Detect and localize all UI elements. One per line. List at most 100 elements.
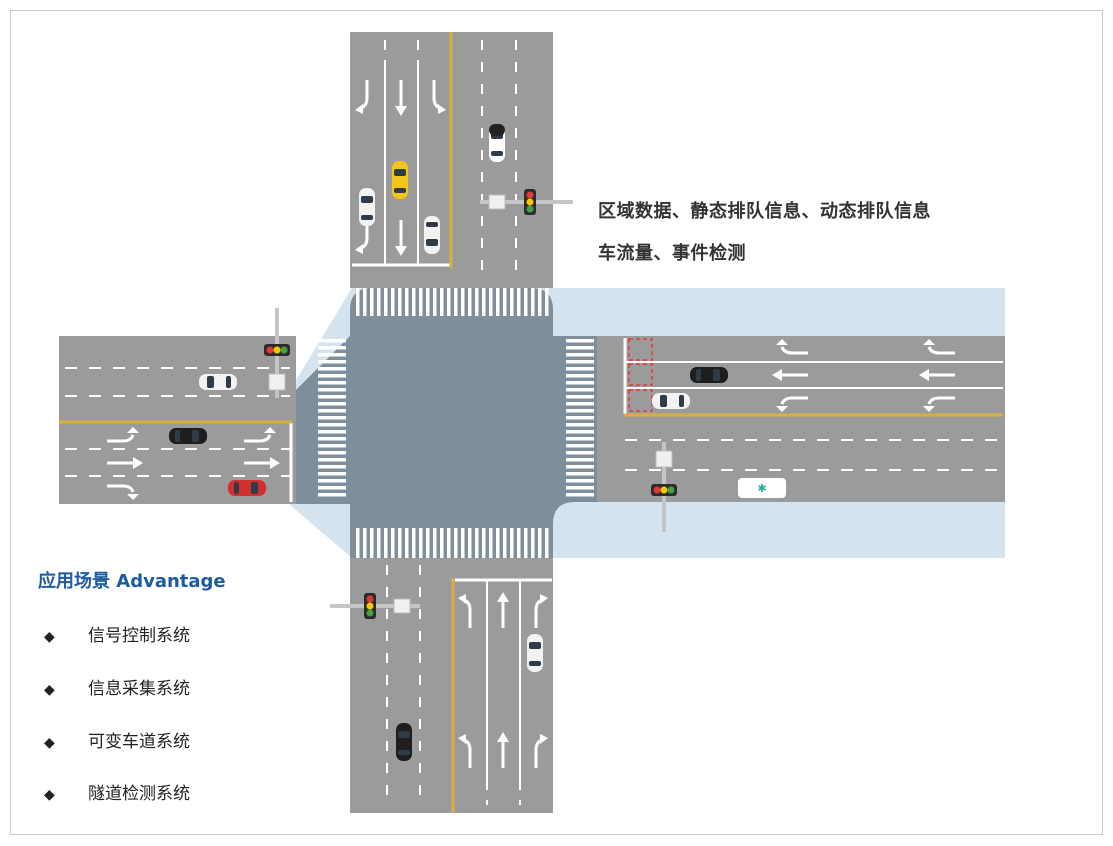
crosswalk-stripe <box>363 528 367 558</box>
crosswalk-stripe <box>482 528 486 558</box>
crosswalk-stripe <box>318 486 346 490</box>
crosswalk-stripe <box>318 360 346 364</box>
crosswalk-stripe <box>318 367 346 371</box>
crosswalk-stripe <box>566 416 594 420</box>
crosswalk-stripe <box>489 288 493 316</box>
crosswalk-stripe <box>468 288 472 316</box>
ambulance: ✱ <box>738 478 786 498</box>
crosswalk-stripe <box>405 288 409 316</box>
diamond-bullet-icon: ◆ <box>44 787 55 803</box>
crosswalk-stripe <box>377 528 381 558</box>
crosswalk-stripe <box>318 416 346 420</box>
pole-north <box>480 189 573 215</box>
advantage-item-label: 信息采集系统 <box>88 679 190 699</box>
crosswalk-stripe <box>566 486 594 490</box>
crosswalk-south <box>356 528 549 558</box>
crosswalk-stripe <box>391 288 395 316</box>
crosswalk-stripe <box>566 353 594 357</box>
car-taxi <box>392 161 408 199</box>
pole-south <box>330 593 420 619</box>
svg-text:✱: ✱ <box>757 482 766 495</box>
crosswalk-stripe <box>412 528 416 558</box>
traffic-light-icon <box>651 484 677 496</box>
crosswalk-stripe <box>566 430 594 434</box>
crosswalk-stripe <box>503 528 507 558</box>
crosswalk-stripe <box>318 451 346 455</box>
crosswalk-stripe <box>496 528 500 558</box>
crosswalk-stripe <box>566 367 594 371</box>
crosswalk-stripe <box>363 288 367 316</box>
crosswalk-stripe <box>503 288 507 316</box>
crosswalk-stripe <box>419 528 423 558</box>
crosswalk-stripe <box>318 402 346 406</box>
crosswalk-stripe <box>398 528 402 558</box>
crosswalk-stripe <box>318 346 346 350</box>
crosswalk-stripe <box>398 288 402 316</box>
crosswalk-stripe <box>318 472 346 476</box>
crosswalk-stripe <box>433 528 437 558</box>
crosswalk-stripe <box>377 288 381 316</box>
intersection-core <box>296 288 597 558</box>
north-lane-markings <box>352 40 517 280</box>
crosswalk-stripe <box>356 528 360 558</box>
diamond-bullet-icon: ◆ <box>44 682 55 698</box>
crosswalk-stripe <box>440 288 444 316</box>
crosswalk-stripe <box>538 528 542 558</box>
west-lane-markings <box>65 367 293 502</box>
crosswalk-stripe <box>318 388 346 392</box>
road-east <box>597 336 1005 502</box>
info-line-1: 区域数据、静态排队信息、动态排队信息 <box>598 201 931 222</box>
pole-west <box>264 308 290 398</box>
traffic-light-icon <box>524 189 536 215</box>
crosswalk-stripe <box>318 444 346 448</box>
car-red-west <box>228 480 266 496</box>
crosswalk-stripe <box>447 288 451 316</box>
crosswalk-stripe <box>510 528 514 558</box>
crosswalk-stripe <box>510 288 514 316</box>
diamond-bullet-icon: ◆ <box>44 735 55 751</box>
radar-detector-icon <box>655 450 673 468</box>
advantage-item: ◆ 可变车道系统 <box>44 727 190 752</box>
crosswalk-stripe <box>566 381 594 385</box>
crosswalk-stripe <box>531 528 535 558</box>
crosswalk-stripe <box>318 458 346 462</box>
crosswalk-stripe <box>440 528 444 558</box>
crosswalk-stripe <box>412 288 416 316</box>
crosswalk-stripe <box>356 288 360 316</box>
crosswalk-stripe <box>566 437 594 441</box>
crosswalk-stripe <box>566 374 594 378</box>
advantage-item-label: 隧道检测系统 <box>88 784 190 804</box>
virtual-detection-boxes <box>628 338 653 412</box>
crosswalk-stripe <box>318 437 346 441</box>
crosswalk-stripe <box>566 395 594 399</box>
traffic-light-icon <box>364 593 376 619</box>
crosswalk-stripe <box>461 288 465 316</box>
diagram-frame <box>10 10 1103 835</box>
car-white-north <box>359 188 375 226</box>
crosswalk-stripe <box>454 528 458 558</box>
crosswalk-stripe <box>566 493 594 497</box>
crosswalk-stripe <box>566 402 594 406</box>
crosswalk-stripe <box>566 472 594 476</box>
car-white-north-2 <box>424 216 440 254</box>
advantage-item-label: 可变车道系统 <box>88 732 190 752</box>
crosswalk-stripe <box>517 528 521 558</box>
advantage-item: ◆信号控制系统 <box>44 621 190 646</box>
car-white-east <box>652 393 690 409</box>
crosswalk-stripe <box>566 360 594 364</box>
pole-east <box>651 442 677 532</box>
crosswalk-stripe <box>524 288 528 316</box>
radar-detector-icon <box>393 598 411 614</box>
crosswalk-stripe <box>318 423 346 427</box>
crosswalk-stripe <box>566 458 594 462</box>
advantage-item: ◆ 隧道检测系统 <box>44 779 190 804</box>
crosswalk-stripe <box>318 395 346 399</box>
crosswalk-stripe <box>318 339 346 343</box>
car-white-west <box>199 374 237 390</box>
crosswalk-stripe <box>566 444 594 448</box>
crosswalk-stripe <box>517 288 521 316</box>
crosswalk-stripe <box>318 493 346 497</box>
crosswalk-stripe <box>384 288 388 316</box>
crosswalk-stripe <box>447 528 451 558</box>
